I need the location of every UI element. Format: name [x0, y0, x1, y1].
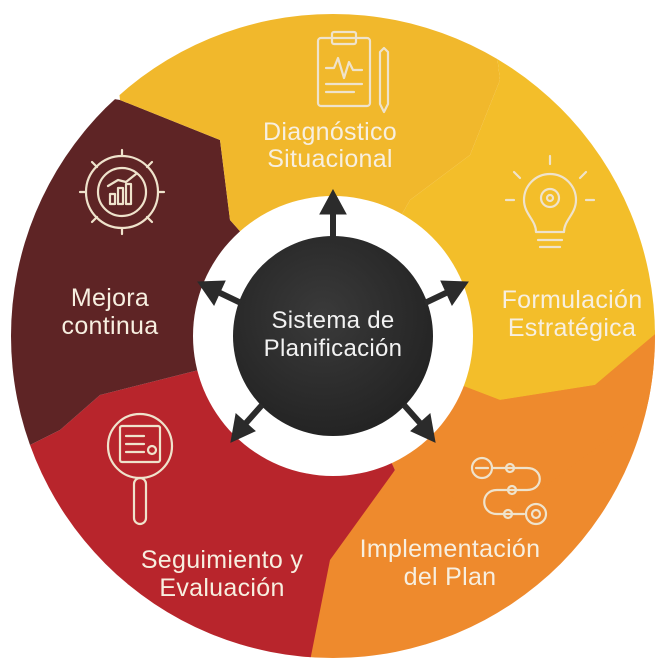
center-title-line2: Planificación: [264, 335, 403, 362]
clipboard-icon: [316, 30, 390, 114]
label-seguimiento-line1: Seguimiento y: [141, 546, 304, 574]
label-diagnostico-line1: Diagnóstico: [263, 118, 397, 146]
hub-arrows: [197, 188, 469, 443]
center-title-line1: Sistema de: [271, 307, 394, 334]
label-diagnostico-line2: Situacional: [267, 145, 393, 173]
segment-mejora: [11, 80, 333, 460]
process-path-icon: [470, 456, 548, 526]
segment-diagnostico: [110, 14, 500, 336]
arrow-lower-left: [230, 403, 265, 443]
center-hub: [233, 236, 433, 436]
arrow-lower-right: [401, 403, 436, 443]
label-implementacion-line2: del Plan: [404, 563, 497, 591]
arrow-right: [423, 280, 469, 307]
gear-chart-icon: [78, 148, 166, 236]
arrow-up: [319, 188, 347, 240]
label-seguimiento-line2: Evaluación: [159, 574, 284, 602]
label-formulacion-line2: Estratégica: [508, 314, 636, 342]
lightbulb-gear-icon: [504, 154, 596, 249]
label-mejora-line2: continua: [62, 312, 159, 340]
magnifier-document-icon: [106, 412, 174, 526]
arrow-left: [197, 280, 243, 307]
label-implementacion-line1: Implementación: [360, 535, 541, 563]
label-formulacion-line1: Formulación: [502, 286, 643, 314]
label-mejora-line1: Mejora: [71, 284, 149, 312]
